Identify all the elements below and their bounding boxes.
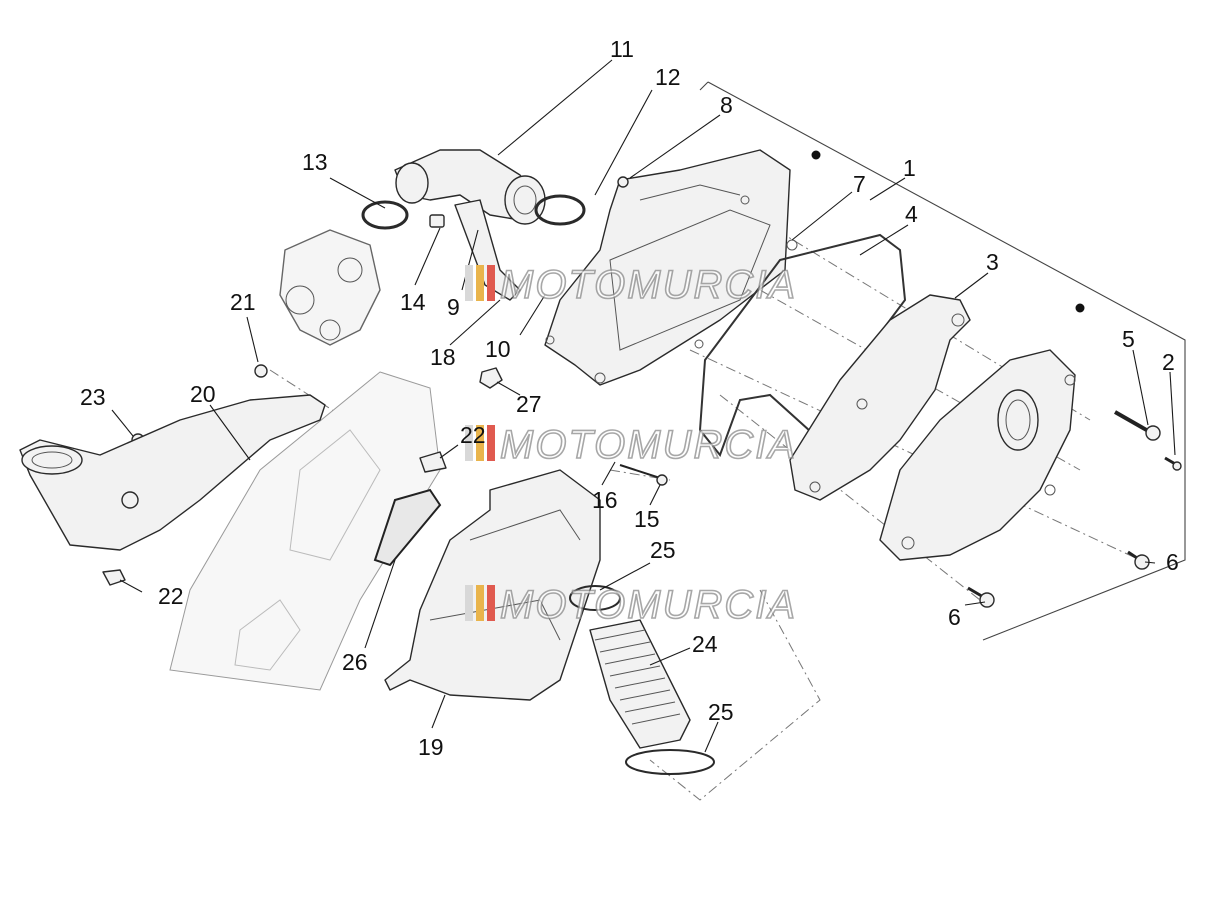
callout-3: 3	[986, 249, 999, 275]
hose-clamps	[361, 194, 586, 230]
callout-13: 13	[302, 149, 328, 175]
air-box-base	[544, 149, 821, 386]
filter-element	[789, 294, 971, 501]
callout-16: 16	[592, 487, 618, 513]
watermark-text: MOTOMURCIA	[500, 263, 797, 307]
callout-4: 4	[905, 201, 918, 227]
breather-tube	[454, 199, 521, 301]
bellows-hose	[569, 585, 715, 775]
clip	[419, 451, 447, 473]
callout-11: 11	[610, 36, 634, 62]
watermark-text: MOTOMURCIA	[500, 423, 797, 467]
body-panel	[169, 371, 441, 691]
intake-snorkel	[19, 394, 326, 586]
callout-15: 15	[634, 506, 660, 532]
callout-25: 25	[708, 699, 734, 725]
callout-14: 14	[400, 289, 426, 315]
watermark-bottom: MOTOMURCIA	[465, 582, 797, 628]
callout-1: 1	[903, 155, 916, 181]
callout-24: 24	[692, 631, 718, 657]
screws	[131, 364, 1182, 608]
callout-22: 22	[158, 583, 184, 609]
callout-6: 6	[1166, 549, 1179, 575]
assembly-frame	[699, 81, 1186, 641]
callout-25: 25	[650, 537, 676, 563]
callout-22: 22	[460, 422, 486, 448]
seal-ring	[373, 488, 442, 567]
callout-5: 5	[1122, 326, 1135, 352]
callout-20: 20	[190, 381, 216, 407]
watermark-text: MOTOMURCIA	[500, 583, 797, 627]
watermark-middle: MOTOMURCIA	[465, 422, 797, 468]
callout-18: 18	[430, 344, 456, 370]
callout-7: 7	[853, 171, 866, 197]
callout-21: 21	[230, 289, 256, 315]
air-box-cover	[879, 303, 1085, 561]
callout-19: 19	[418, 734, 444, 760]
throttle-body	[279, 229, 381, 346]
watermark-top: MOTOMURCIA	[465, 262, 797, 308]
callout-9: 9	[447, 294, 460, 320]
callout-27: 27	[516, 391, 542, 417]
callout-8: 8	[720, 92, 733, 118]
callout-2: 2	[1162, 349, 1175, 375]
callout-10: 10	[485, 336, 511, 362]
callout-23: 23	[80, 384, 106, 410]
callout-labels: 11 12 8 13 1 7 4 3 14 9 18 10 21 5 2 27 …	[80, 36, 1179, 760]
leader-lines	[111, 59, 1176, 753]
callout-6: 6	[948, 604, 961, 630]
callout-26: 26	[342, 649, 368, 675]
callout-12: 12	[655, 64, 681, 90]
